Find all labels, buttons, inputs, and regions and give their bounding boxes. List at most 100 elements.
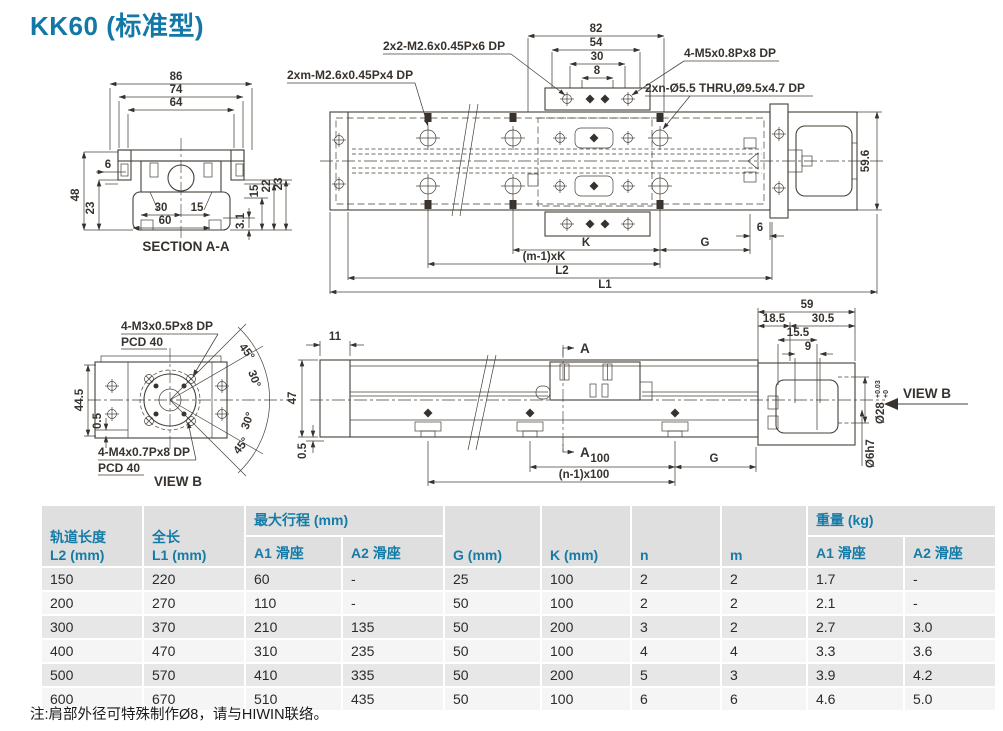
cell: 300	[42, 616, 142, 638]
cell: 210	[246, 616, 341, 638]
cell: 3	[632, 616, 720, 638]
cell: 2	[632, 568, 720, 590]
angle-45-bottom: 45°	[232, 435, 252, 456]
dim-54: 54	[590, 37, 603, 49]
angle-30-top: 30°	[245, 369, 262, 390]
cell: 50	[445, 664, 540, 686]
view-b-label: VIEW B	[154, 474, 202, 489]
dim-m-1-xK: (m-1)xK	[523, 251, 567, 263]
dim-0-5-side: 0.5	[297, 442, 309, 459]
dim-74: 74	[170, 84, 183, 96]
dim-15-bottom: 15	[191, 202, 204, 214]
dim-30-5: 30.5	[812, 313, 835, 325]
dim-dia-28-tol-upper: +0.03	[875, 380, 882, 398]
cell: 50	[445, 592, 540, 614]
dim-0-5-viewb: 0.5	[92, 412, 104, 429]
annotation-2xm-m2.6: 2xm-M2.6x0.45Px4 DP	[287, 68, 413, 82]
cell: 310	[246, 640, 341, 662]
header-g: G (mm)	[445, 506, 540, 566]
dim-6-plan: 6	[757, 222, 763, 234]
annotation-2x2-m2.6: 2x2-M2.6x0.45Px6 DP	[383, 39, 505, 53]
dim-11: 11	[329, 331, 342, 343]
page-title: KK60 (标准型)	[30, 11, 205, 41]
cell: 50	[445, 640, 540, 662]
cut-label-a-top: A	[580, 341, 590, 356]
cell: 3	[722, 664, 806, 686]
dim-L2: L2	[555, 265, 568, 277]
dim-82: 82	[590, 23, 603, 35]
cell: 2	[722, 616, 806, 638]
cell: 2	[722, 592, 806, 614]
side-view-drawing: A A 11 47 0.5 100 G (n-1)x100	[287, 299, 968, 486]
dim-15-right: 15	[249, 184, 261, 197]
dim-9: 9	[805, 341, 811, 353]
dim-3-1: 3.1	[235, 212, 247, 229]
cell: 25	[445, 568, 540, 590]
dim-dia-28-tol-lower: +0	[883, 390, 890, 398]
dim-23-left: 23	[85, 202, 97, 215]
cell: 100	[542, 568, 630, 590]
dim-L1: L1	[598, 279, 612, 291]
cell: 370	[144, 616, 244, 638]
annotation-pcd40-top: PCD 40	[121, 335, 163, 349]
cell: 110	[246, 592, 341, 614]
cell: 3.0	[905, 616, 995, 638]
cell: 570	[144, 664, 244, 686]
cell: 435	[343, 688, 443, 710]
cell: 6	[722, 688, 806, 710]
header-weight-group: 重量 (kg)	[808, 506, 995, 535]
header-weight-a2: A2 滑座	[905, 537, 995, 566]
plan-view-drawing: 2x2-M2.6x0.45Px6 DP 4-M5x0.8Px8 DP 2xm-M…	[287, 23, 884, 295]
cell: 220	[144, 568, 244, 590]
header-k: K (mm)	[542, 506, 630, 566]
dim-30: 30	[155, 202, 168, 214]
dim-6: 6	[105, 159, 111, 171]
cell: 60	[246, 568, 341, 590]
cell: 200	[542, 664, 630, 686]
view-b-arrow-label: VIEW B	[903, 386, 951, 401]
cell: 50	[445, 616, 540, 638]
cell: 200	[542, 616, 630, 638]
cell: 270	[144, 592, 244, 614]
cell: 100	[542, 592, 630, 614]
dim-18-5: 18.5	[763, 313, 786, 325]
dim-86: 86	[170, 71, 183, 83]
annotation-pcd40-bottom: PCD 40	[98, 461, 140, 475]
cell: 3.9	[808, 664, 903, 686]
footnote: 注:肩部外径可特殊制作Ø8，请与HIWIN联络。	[30, 707, 329, 723]
cell: 335	[343, 664, 443, 686]
cell: 400	[42, 640, 142, 662]
dim-G-plan: G	[701, 237, 710, 249]
dim-15-5: 15.5	[787, 327, 810, 339]
dim-44-5: 44.5	[74, 388, 86, 411]
header-weight-a1: A1 滑座	[808, 537, 903, 566]
cell: -	[343, 568, 443, 590]
dim-60: 60	[159, 215, 172, 227]
cell: 200	[42, 592, 142, 614]
dim-K: K	[582, 237, 591, 249]
cell: 4.2	[905, 664, 995, 686]
cell: 670	[144, 688, 244, 710]
cell: -	[905, 592, 995, 614]
cell: 410	[246, 664, 341, 686]
dim-59-6: 59.6	[860, 150, 872, 172]
cell: 2.7	[808, 616, 903, 638]
dim-100: 100	[590, 453, 609, 465]
dim-8: 8	[594, 65, 601, 77]
technical-drawing: 86 74 64 48 23 6 30 15 60 3.1 15 22 23	[70, 23, 968, 489]
section-aa-drawing: 86 74 64 48 23 6 30 15 60 3.1 15 22 23	[70, 71, 292, 254]
dim-48: 48	[70, 188, 82, 201]
cell: 4	[722, 640, 806, 662]
dim-64: 64	[170, 97, 183, 109]
dim-30-plate: 30	[591, 51, 604, 63]
header-stroke-a1: A1 滑座	[246, 537, 341, 566]
cell: 1.7	[808, 568, 903, 590]
dim-23-right: 23	[273, 178, 285, 191]
